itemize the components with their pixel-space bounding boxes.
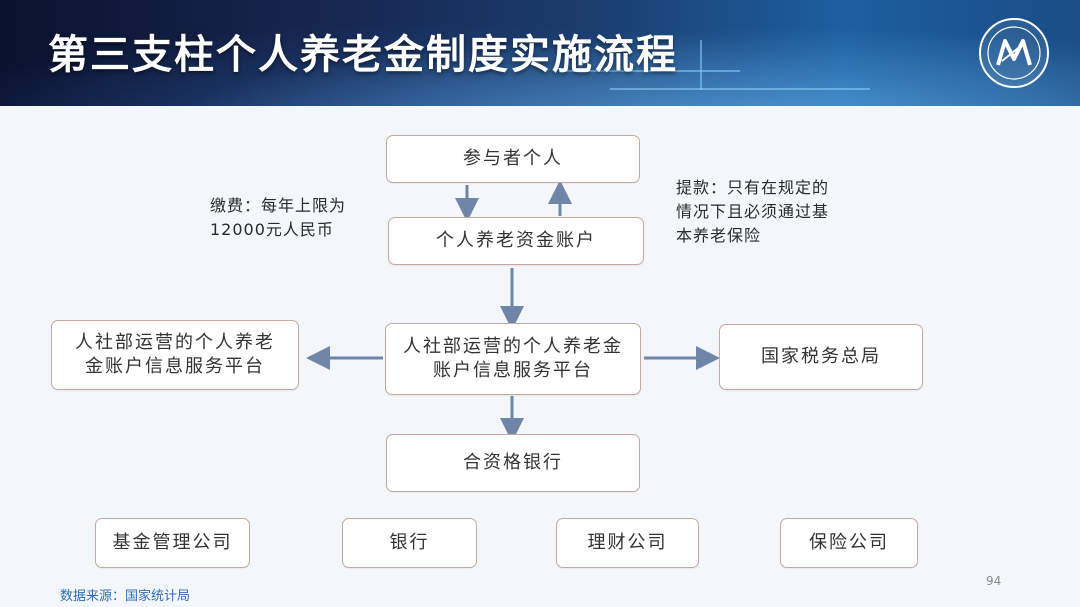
left-platform-box: 人社部运营的个人养老 金账户信息服务平台	[51, 320, 299, 390]
page-title: 第三支柱个人养老金制度实施流程	[48, 32, 678, 78]
header-banner: 第三支柱个人养老金制度实施流程	[0, 0, 1080, 106]
header-decor-line	[560, 70, 740, 72]
institute-seal-icon	[979, 18, 1049, 88]
tax-bureau-box: 国家税务总局	[719, 324, 923, 390]
contribution-note: 缴费：每年上限为 12000元人民币	[210, 196, 347, 239]
central-platform-box: 人社部运营的个人养老金 账户信息服务平台	[385, 323, 641, 395]
bank-box: 银行	[342, 518, 477, 568]
qualified-bank-box: 合资格银行	[386, 434, 640, 492]
withdrawal-note: 提款：只有在规定的 情况下且必须通过基 本养老保险	[676, 178, 830, 245]
pension-account-box: 个人养老资金账户	[388, 217, 644, 265]
wealth-company-box: 理财公司	[556, 518, 699, 568]
participant-box: 参与者个人	[386, 135, 640, 183]
page-number: 94	[986, 574, 1002, 588]
data-source: 数据来源：国家统计局	[60, 589, 191, 604]
header-glow	[0, 0, 1080, 106]
insurance-company-box: 保险公司	[780, 518, 918, 568]
header-decor-line	[700, 40, 702, 90]
fund-company-box: 基金管理公司	[95, 518, 250, 568]
header-decor-line	[610, 88, 870, 90]
